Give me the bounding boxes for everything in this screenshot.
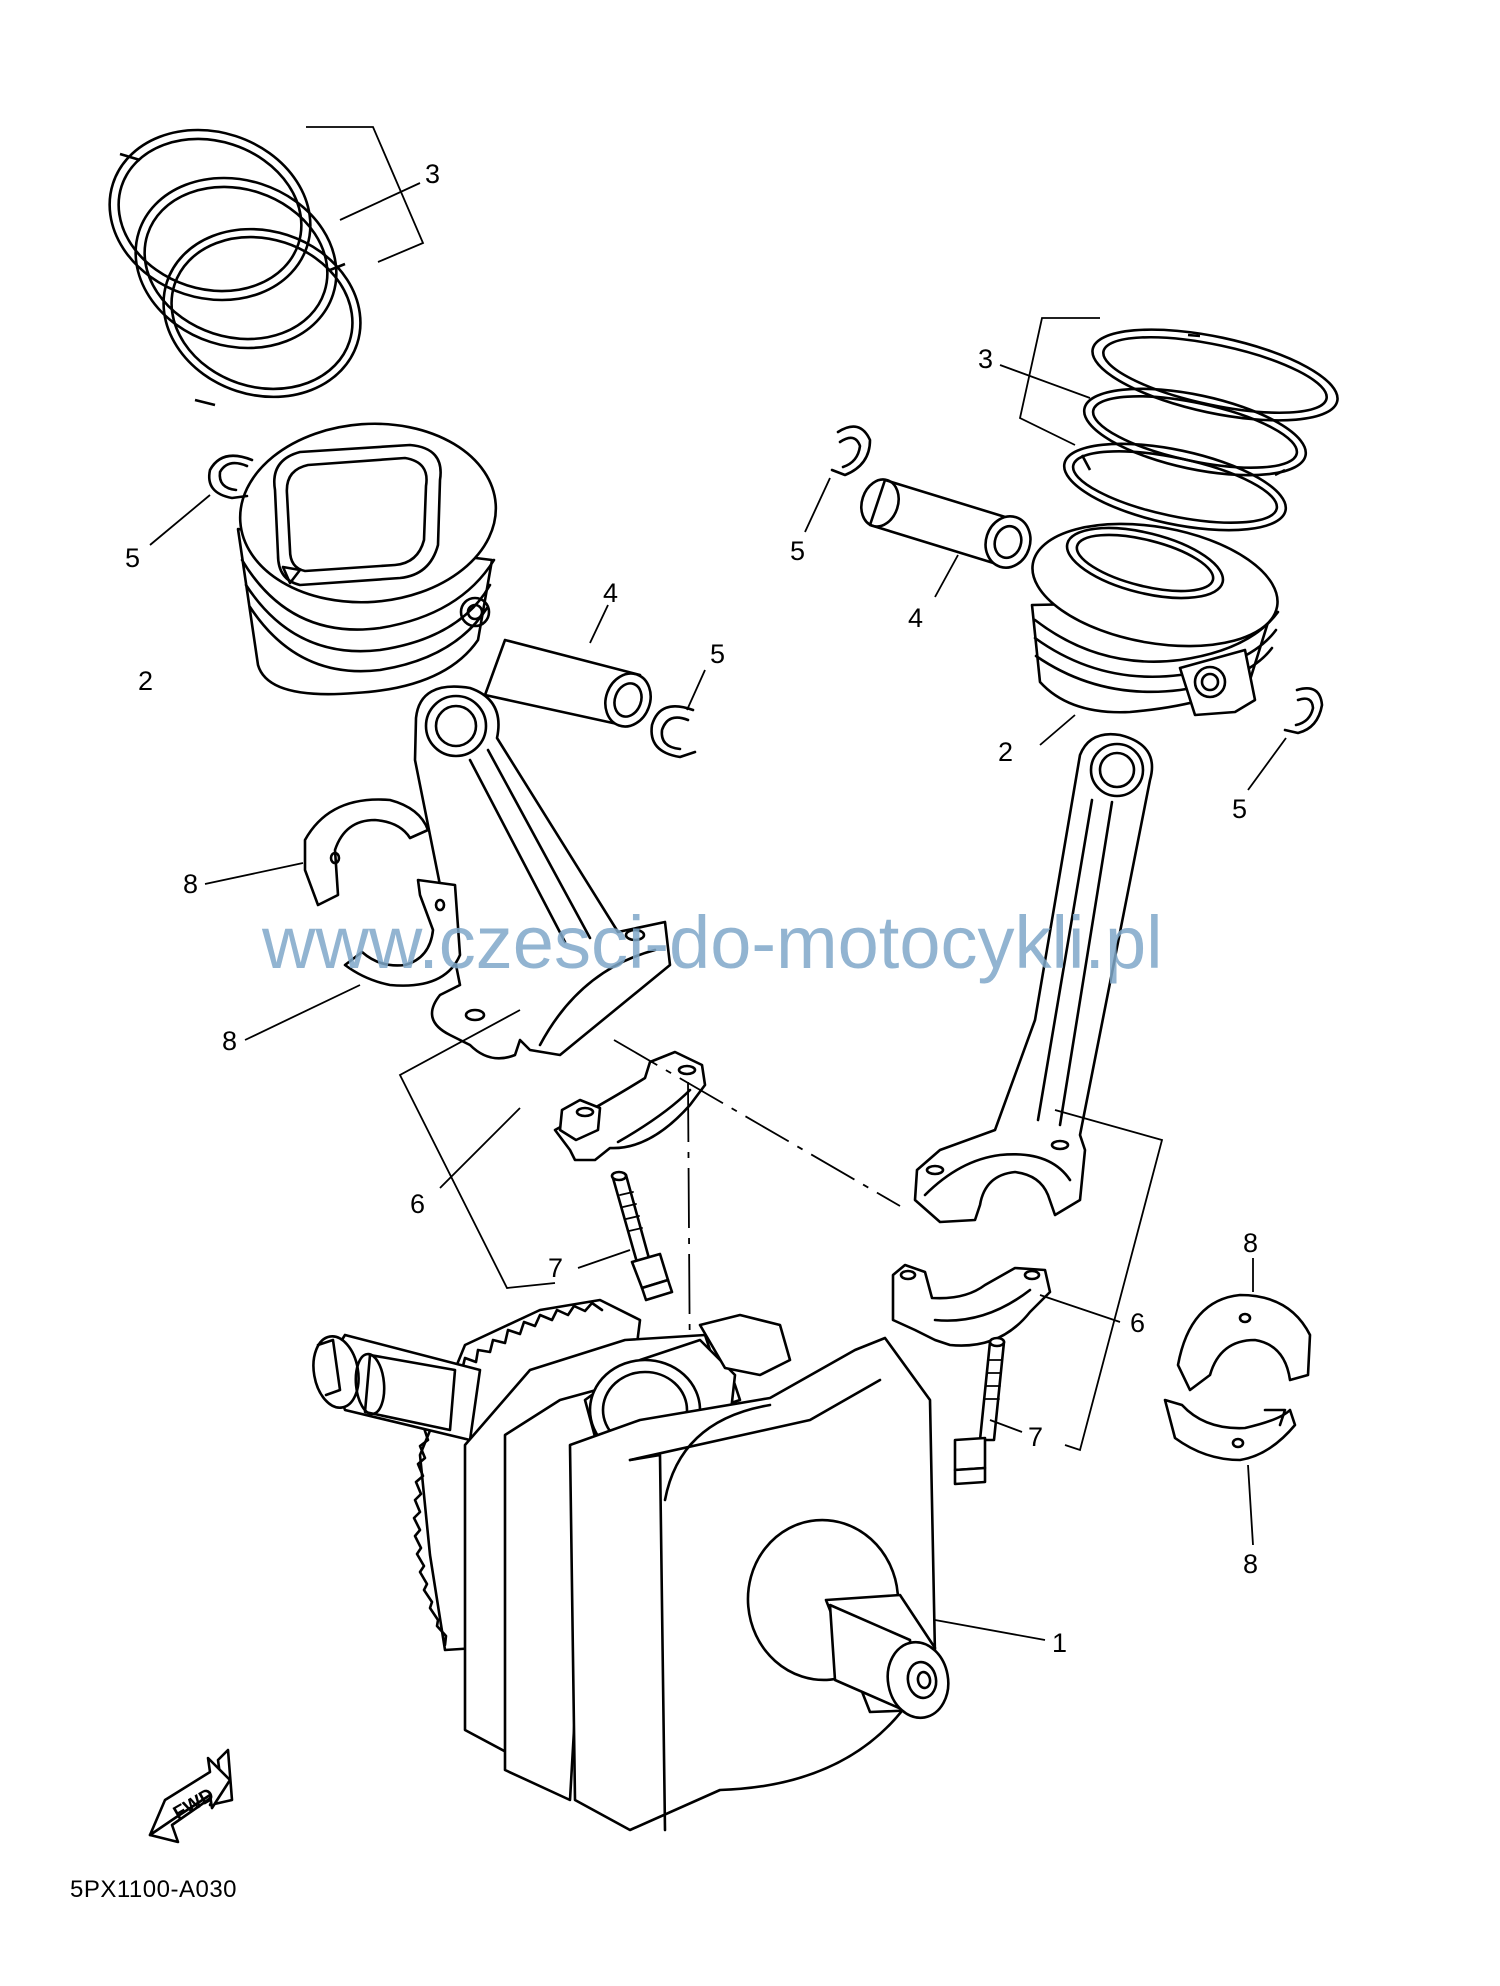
callout-5-right-a: 5 (790, 536, 805, 566)
callout-2-right: 2 (998, 737, 1013, 767)
callout-3-left: 3 (425, 159, 440, 189)
callout-8-left-a: 8 (183, 869, 198, 899)
right-circlip-b (1247, 687, 1324, 791)
left-piston (236, 422, 498, 696)
right-bearing-upper (1176, 1258, 1312, 1392)
callout-1: 1 (1052, 1628, 1067, 1658)
left-piston-pin (483, 604, 652, 728)
callout-6-right: 6 (1130, 1308, 1145, 1338)
watermark: www.czesci-do-motocykli.pl (261, 901, 1163, 984)
left-connecting-rod (413, 685, 672, 1060)
callout-4-right: 4 (908, 603, 923, 633)
callout-8-left-b: 8 (222, 1026, 237, 1056)
callout-8-right-b: 8 (1243, 1549, 1258, 1579)
right-circlip-a (804, 425, 872, 533)
callout-2-left: 2 (138, 666, 153, 696)
right-bearing-lower (1163, 1398, 1297, 1546)
left-cap-bolt (577, 1170, 674, 1302)
callout-4-left: 4 (603, 578, 618, 608)
callout-3-right: 3 (978, 344, 993, 374)
callout-8-right-a: 8 (1243, 1228, 1258, 1258)
callout-5-right-b: 5 (1232, 794, 1247, 824)
left-piston-rings (108, 126, 425, 407)
alignment-lines (613, 1039, 901, 1386)
left-bearing-lower (244, 878, 462, 1041)
fwd-arrow-icon: FWD (148, 1748, 234, 1844)
right-cap-bolt (953, 1336, 1023, 1486)
right-group-bracket (1054, 1109, 1164, 1452)
right-piston-rings (999, 317, 1339, 532)
left-rod-cap (439, 1050, 707, 1189)
callout-7-right: 7 (1028, 1422, 1043, 1452)
right-connecting-rod (913, 732, 1154, 1224)
right-rod-cap (891, 1263, 1121, 1347)
crankshaft (312, 1298, 1046, 1832)
left-circlip-a (149, 454, 254, 546)
callout-7-left: 7 (548, 1253, 563, 1283)
diagram-code: 5PX1100-A030 (70, 1876, 237, 1903)
right-piston-pin (860, 478, 1032, 598)
left-bearing-upper (204, 798, 430, 907)
callout-6-left: 6 (410, 1189, 425, 1219)
callout-5-left-a: 5 (125, 543, 140, 573)
callout-labels: 1 2 2 3 3 4 4 5 5 5 5 6 6 7 7 8 8 8 8 (125, 159, 1258, 1658)
left-group-bracket (398, 1009, 556, 1289)
callout-5-left-b: 5 (710, 639, 725, 669)
left-circlip-b (650, 669, 706, 759)
right-piston (1030, 522, 1280, 717)
